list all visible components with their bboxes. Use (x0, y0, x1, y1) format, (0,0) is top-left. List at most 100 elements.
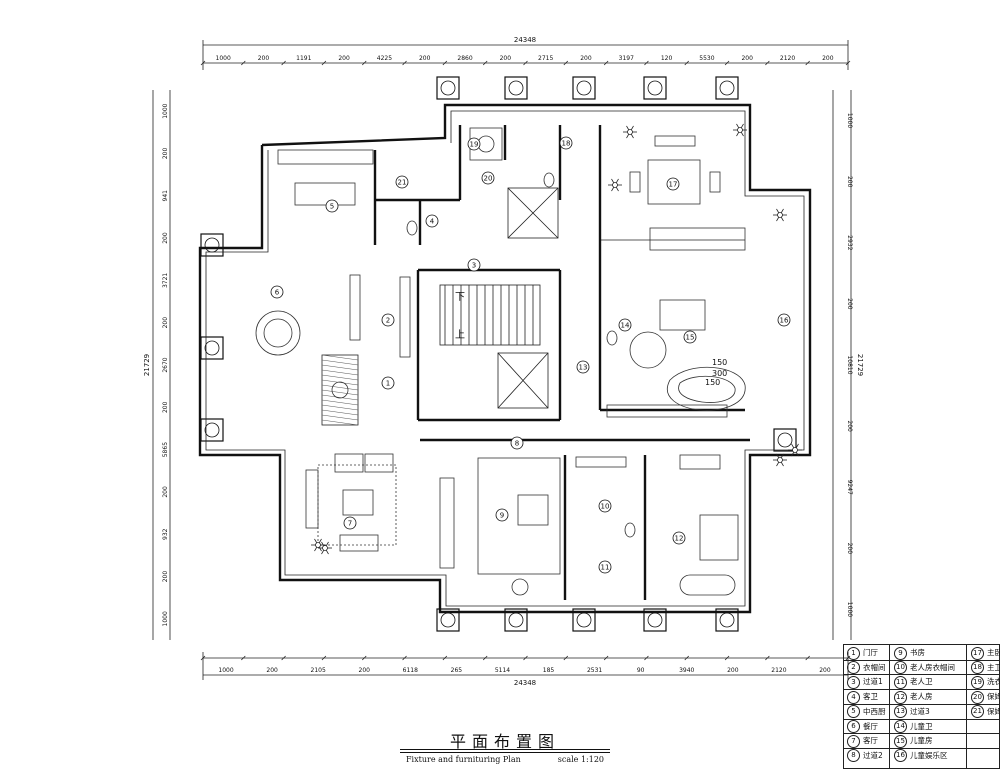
dim-tick (765, 60, 770, 66)
dimension-value: 200 (338, 55, 350, 62)
dimension-value: 1000 (162, 103, 169, 118)
legend-number: 13 (894, 705, 907, 719)
column (200, 336, 224, 360)
legend-room-name: 门厅 (863, 648, 878, 657)
legend-number: 17 (971, 646, 984, 660)
dim-tick (200, 655, 206, 661)
plant-icon (777, 457, 783, 463)
room-number-circle (270, 285, 284, 299)
dimension-value: 5865 (162, 442, 169, 457)
legend-number: 4 (847, 690, 860, 704)
legend-divider (889, 645, 890, 768)
room-number-circle (666, 177, 680, 191)
room-number: 7 (348, 520, 352, 528)
column (572, 608, 596, 632)
hatch-line (321, 404, 359, 411)
dimension-value: 941 (162, 190, 169, 202)
legend-room-name: 儿童卫 (910, 721, 933, 731)
dimension-value: 2715 (538, 55, 553, 62)
hatch-line (321, 369, 359, 376)
dim-tick (361, 655, 367, 661)
hatch-line (321, 399, 359, 406)
dimension-value: 200 (846, 543, 853, 555)
column-ring (719, 80, 735, 96)
hatch-line (321, 364, 359, 371)
room-number-circle (598, 499, 612, 513)
dim-tick (644, 60, 649, 66)
room-number-circle (683, 330, 697, 344)
plant-icon (315, 542, 321, 548)
dim-tick (241, 60, 246, 66)
room-number: 21 (398, 179, 407, 187)
legend-number: 20 (971, 690, 984, 704)
dimension-ticks (200, 60, 851, 661)
legend-row-divider (844, 718, 999, 720)
room-number: 9 (500, 512, 504, 520)
legend-entry: 21保姆间 (971, 705, 1000, 719)
legend-room-name: 保姆间 (987, 706, 1000, 716)
dim-tick (724, 60, 730, 66)
dimension-value: 9247 (846, 480, 853, 495)
legend-room-name: 老人房衣帽间 (910, 662, 955, 672)
legend-row-divider (844, 689, 999, 691)
legend-number: 1 (847, 646, 860, 660)
stair-up-label: 上 (455, 329, 465, 341)
column (436, 608, 460, 632)
dim-tick (563, 60, 569, 66)
room-number: 19 (470, 141, 479, 149)
legend-number: 19 (971, 675, 984, 689)
column (715, 76, 739, 100)
room-number: 11 (601, 564, 610, 572)
dim-left-labels: 1000200941200372120026702005865200932200… (162, 103, 169, 626)
dimension-value: 2932 (846, 235, 853, 250)
legend-number: 7 (847, 734, 860, 748)
column (643, 76, 667, 100)
legend-room-name: 保姆卫 (987, 692, 1000, 702)
legend-number: 12 (894, 690, 907, 704)
plant-icon (627, 129, 633, 135)
hatch-line (321, 374, 359, 381)
dim-tick (805, 655, 810, 661)
dimension-value: 120 (661, 55, 673, 62)
title-rule-thick (400, 749, 610, 750)
column (715, 608, 739, 632)
legend-number: 15 (894, 734, 907, 748)
dim-tick (523, 655, 528, 661)
dim-tick (281, 60, 286, 66)
legend-room-name: 中西厨 (863, 706, 886, 716)
dimension-value: 200 (846, 420, 853, 432)
legend-row-divider (844, 703, 999, 705)
column (200, 418, 224, 442)
legend-number: 3 (847, 675, 860, 689)
column (504, 608, 528, 632)
exterior-walls (198, 103, 812, 614)
room-number: 3 (472, 262, 476, 270)
legend-room-name: 儿童房 (910, 736, 933, 746)
legend-number: 21 (971, 705, 984, 719)
room-number-circle (510, 436, 524, 450)
legend-number: 9 (894, 646, 907, 660)
hatch-line (321, 384, 359, 391)
column (773, 428, 797, 452)
interior-walls (373, 125, 750, 600)
hatch-line (321, 379, 359, 386)
column-ring (440, 80, 456, 96)
dimension-value: 200 (162, 148, 169, 160)
dimension-value: 1000 (846, 113, 853, 128)
room-number-circle (495, 508, 509, 522)
legend-room-name: 老人房 (910, 692, 933, 702)
dim-tick (241, 655, 246, 661)
dimension-value: 2531 (587, 667, 602, 674)
curve-label-c: 150 (705, 378, 720, 387)
dimension-value: 5114 (495, 667, 510, 674)
room-number-circle (598, 560, 612, 574)
dimension-value: 3721 (162, 273, 169, 288)
dimension-value: 6118 (403, 667, 418, 674)
